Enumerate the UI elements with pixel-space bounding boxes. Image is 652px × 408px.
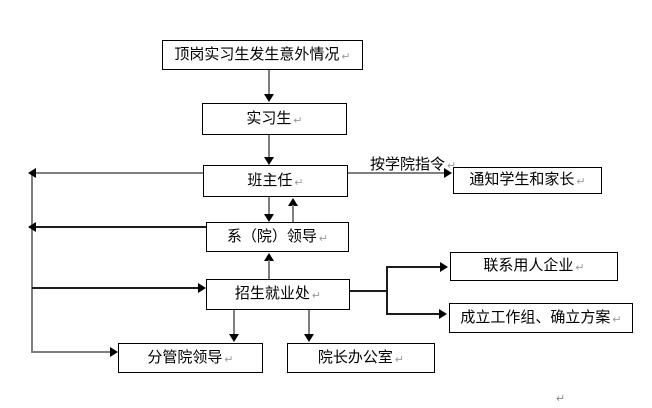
node-contact-employer: 联系用人企业 ↵ [450, 252, 618, 281]
arrowhead-down-icon [264, 94, 274, 102]
arrow-admissions-to-office [308, 310, 310, 335]
node-admissions-office-label: 招生就业处 [234, 286, 310, 302]
arrowhead-left-icon [28, 168, 36, 178]
arrow-admissions-to-dept [268, 260, 270, 279]
arrowhead-left-icon [28, 222, 36, 232]
branch-stem-line [350, 290, 388, 292]
edge-label-per-college-order: 按学院指令↵ [370, 157, 457, 173]
return-mark-icon: ↵ [318, 232, 329, 245]
node-workgroup-plan-label: 成立工作组、确立方案 [460, 309, 611, 326]
branch-vertical-line [386, 266, 388, 315]
arrow-branch-to-contact [387, 266, 441, 268]
node-workgroup-plan: 成立工作组、确立方案 ↵ [449, 303, 633, 333]
line-dept-to-trunk [36, 226, 206, 228]
arrow-dept-to-teacher [292, 205, 294, 222]
return-mark-icon: ↵ [612, 313, 622, 326]
return-mark-icon: ↵ [294, 176, 304, 189]
node-president-office-label: 院长办公室 [317, 349, 393, 366]
feedback-trunk-line [31, 172, 33, 353]
node-intern-label: 实习生 [246, 110, 292, 127]
return-mark-icon: ↵ [341, 50, 351, 63]
arrow-branch-to-workgroup [387, 313, 440, 315]
node-vice-college-leader-label: 分管院领导 [147, 349, 223, 366]
arrowhead-down-icon [264, 214, 274, 222]
arrow-admissions-to-vice [233, 310, 235, 335]
arrow-intern-to-teacher [268, 135, 270, 158]
arrowhead-down-icon [264, 157, 274, 165]
arrow-teacher-to-notify [348, 172, 445, 174]
node-class-teacher: 班主任 ↵ [203, 165, 348, 197]
arrow-incident-to-intern [268, 70, 270, 95]
line-trunk-to-vice [32, 351, 111, 353]
stray-return-mark: ↵ [556, 393, 566, 405]
node-class-teacher-label: 班主任 [247, 172, 293, 189]
arrowhead-up-icon [264, 253, 274, 261]
line-teacher-to-trunk [36, 172, 203, 174]
node-president-office: 院长办公室 ↵ [287, 343, 435, 373]
arrowhead-right-icon [198, 283, 206, 293]
return-mark-icon: ↵ [575, 262, 585, 274]
return-mark-icon: ↵ [224, 353, 234, 366]
node-notify-students-parents: 通知学生和家长 ↵ [453, 167, 602, 194]
arrowhead-right-icon [444, 168, 452, 178]
return-mark-icon: ↵ [311, 290, 322, 302]
node-dept-leaders: 系（院）领导 ↵ [206, 222, 349, 252]
arrowhead-right-icon [439, 309, 447, 319]
node-admissions-office: 招生就业处 ↵ [206, 279, 350, 310]
node-dept-leaders-label: 系（院）领导 [226, 228, 317, 245]
node-contact-employer-label: 联系用人企业 [483, 258, 574, 274]
line-trunk-to-admissions [32, 287, 199, 289]
arrowhead-right-icon [440, 262, 448, 272]
arrowhead-right-icon [110, 347, 118, 357]
node-vice-college-leader: 分管院领导 ↵ [118, 343, 263, 373]
node-incident-label: 顶岗实习生发生意外情况 [174, 46, 340, 63]
node-intern: 实习生 ↵ [202, 103, 347, 135]
arrow-teacher-to-dept [268, 197, 270, 215]
return-mark-icon: ↵ [293, 114, 303, 127]
arrowhead-down-icon [229, 334, 239, 342]
arrowhead-up-icon [288, 198, 298, 206]
return-mark-icon: ↵ [447, 160, 457, 172]
node-notify-students-parents-label: 通知学生和家长 [469, 172, 575, 188]
arrowhead-down-icon [304, 334, 314, 342]
return-mark-icon: ↵ [394, 353, 405, 366]
return-mark-icon: ↵ [576, 176, 586, 188]
node-incident: 顶岗实习生发生意外情况 ↵ [162, 40, 363, 70]
